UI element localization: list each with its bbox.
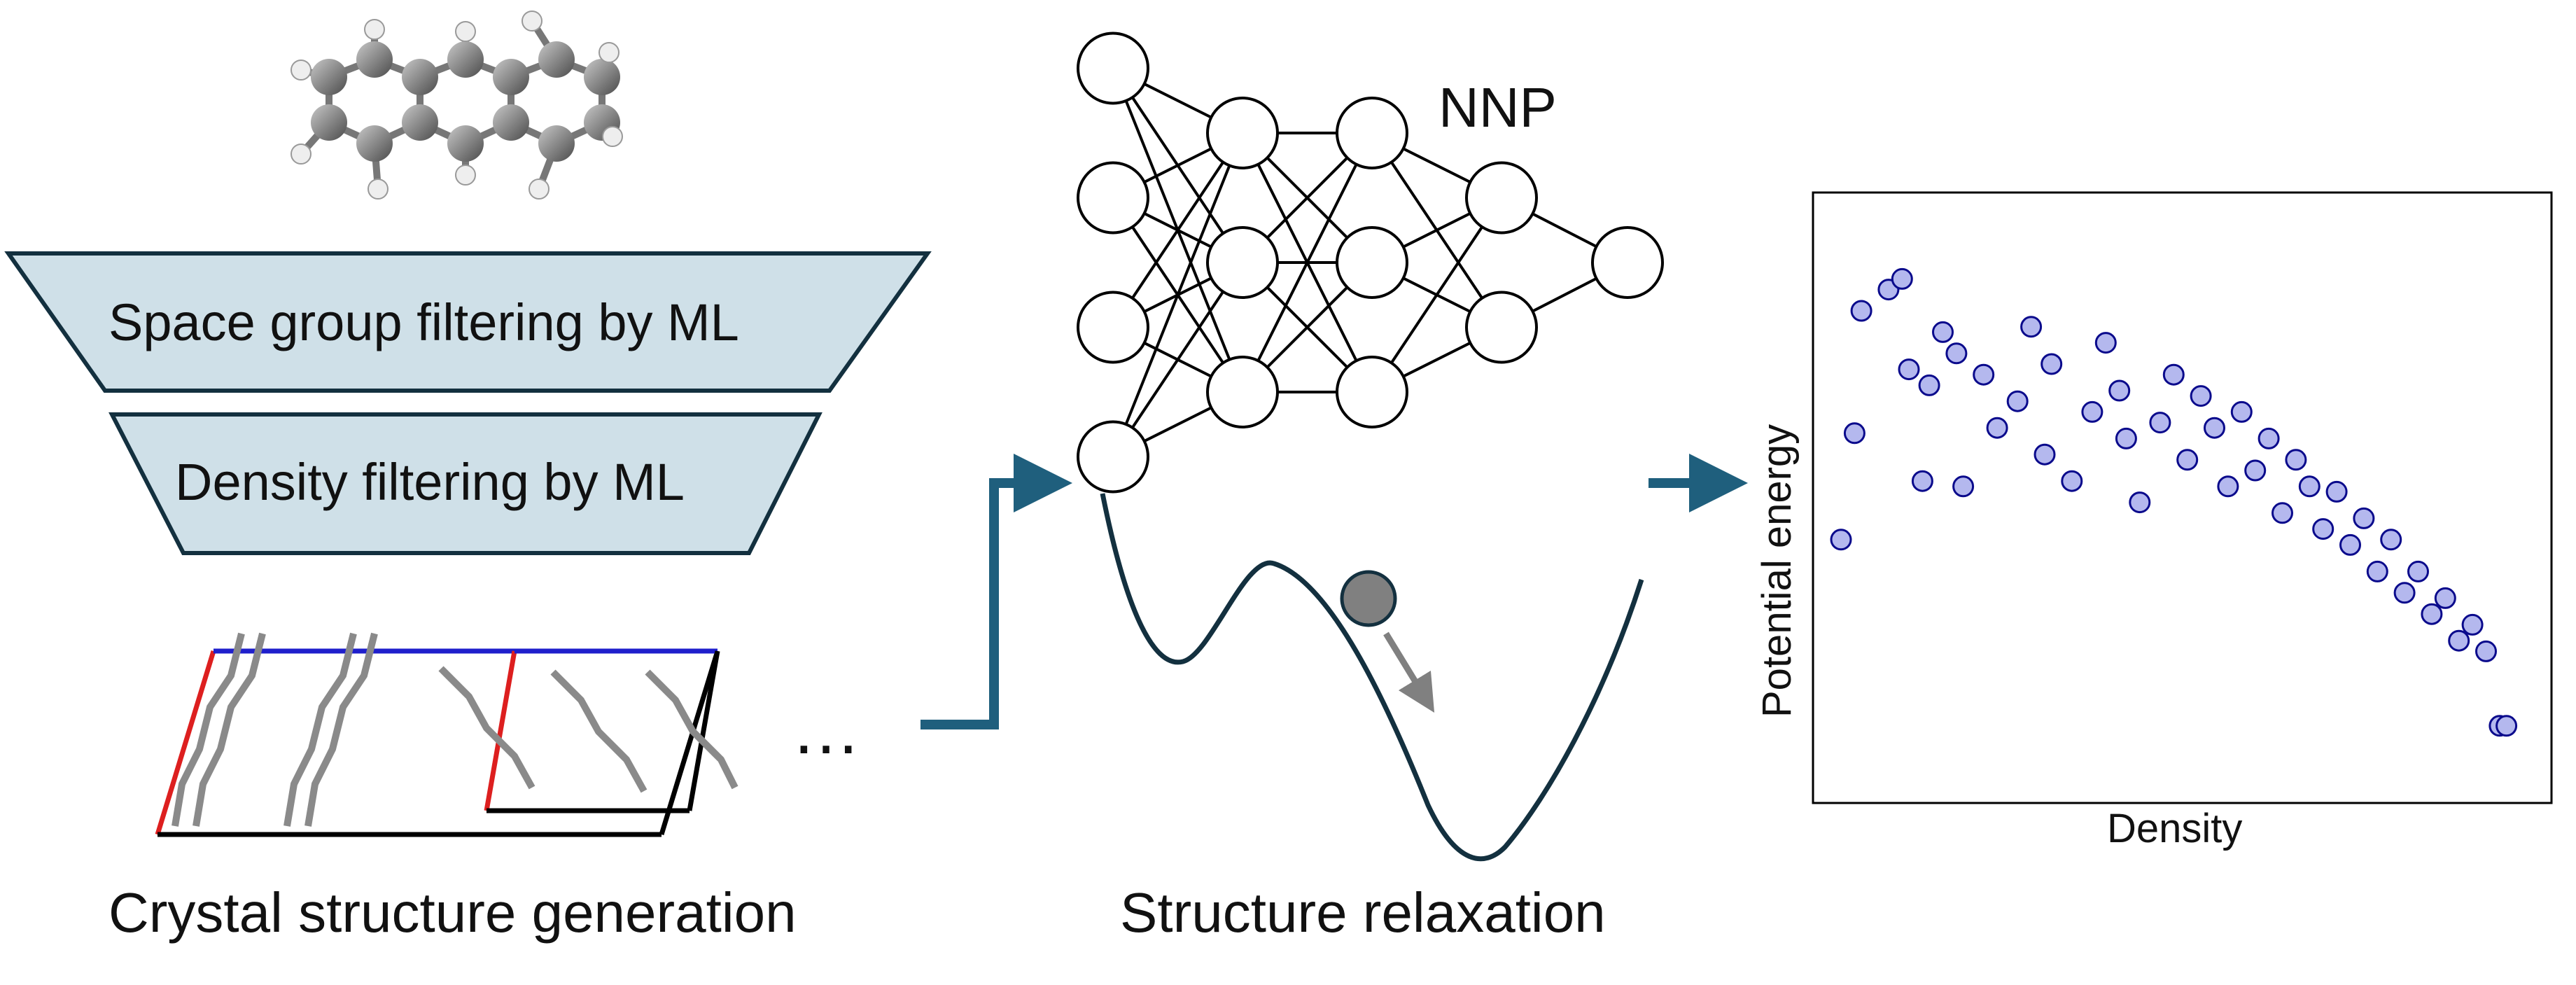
- scatter-point: [2040, 353, 2063, 375]
- scatter-plot-frame: [1812, 191, 2553, 804]
- scatter-point: [2176, 449, 2199, 471]
- network-node-layer-4: [1465, 291, 1538, 364]
- relaxing-structure-ball: [1340, 570, 1397, 627]
- network-edge: [1112, 132, 1244, 328]
- nnp-label: NNP: [1438, 76, 1557, 139]
- network-node-layer-3: [1336, 97, 1408, 169]
- scatter-point: [1945, 342, 1968, 365]
- scatter-point: [2162, 363, 2185, 386]
- scatter-point: [2448, 629, 2470, 652]
- scatter-point: [1891, 267, 1913, 290]
- structure-relaxation-caption: Structure relaxation: [1120, 881, 1606, 944]
- scatter-point: [2339, 533, 2361, 556]
- scatter-point: [1932, 321, 1954, 343]
- network-node-layer-4: [1465, 161, 1538, 235]
- network-edge: [1371, 197, 1503, 393]
- scatter-point: [2366, 560, 2388, 582]
- network-node-layer-1: [1077, 420, 1149, 494]
- network-node-layer-1: [1077, 32, 1149, 105]
- network-node-layer-2: [1206, 356, 1279, 428]
- energy-landscape-curve: [1100, 493, 1644, 862]
- scatter-point: [2094, 332, 2117, 354]
- scatter-point: [1918, 374, 1940, 396]
- scatter-point: [2434, 587, 2456, 609]
- neural-network-diagram: [1077, 32, 1664, 494]
- y-axis-label: Potential energy: [1754, 424, 1800, 718]
- scatter-point: [2298, 475, 2320, 498]
- scatter-point: [2285, 449, 2307, 471]
- scatter-point: [2129, 491, 2151, 514]
- scatter-point: [2475, 640, 2497, 662]
- scatter-point: [2190, 385, 2212, 407]
- scatter-point: [2325, 480, 2348, 503]
- scatter-point: [2020, 316, 2043, 338]
- funnel-stage-space-group: [4, 251, 932, 393]
- scatter-point: [2204, 417, 2225, 439]
- network-edge: [1241, 132, 1373, 393]
- scatter-point: [2217, 475, 2239, 498]
- scatter-point: [1830, 529, 1852, 551]
- scatter-point: [2421, 603, 2443, 625]
- scatter-point: [2312, 518, 2334, 540]
- network-edge: [1112, 261, 1244, 458]
- scatter-point: [1911, 470, 1933, 492]
- scatter-point: [2149, 412, 2171, 434]
- scatter-point: [2258, 427, 2280, 449]
- scatter-points: [1830, 267, 2518, 737]
- space-group-filter-label: Space group filtering by ML: [108, 293, 739, 351]
- scatter-point: [2272, 502, 2293, 524]
- scatter-point: [2081, 400, 2104, 423]
- network-node-layer-2: [1206, 97, 1279, 169]
- scatter-point: [2461, 613, 2484, 636]
- ellipsis-more: …: [791, 690, 865, 769]
- network-node-layer-1: [1077, 161, 1149, 235]
- scatter-point: [1843, 422, 1865, 445]
- scatter-point: [2393, 582, 2416, 604]
- scatter-point: [2033, 443, 2056, 466]
- scatter-point: [2244, 459, 2267, 482]
- scatter-point: [1973, 363, 1995, 386]
- scatter-point: [2115, 427, 2137, 449]
- density-filter-label: Density filtering by ML: [175, 453, 685, 511]
- crystal-structure-1-icon: [155, 632, 720, 837]
- scatter-point: [2061, 470, 2083, 492]
- scatter-point: [1850, 300, 1872, 322]
- network-edge: [1112, 132, 1244, 458]
- network-node-layer-3: [1336, 226, 1408, 299]
- scatter-point: [2380, 529, 2402, 551]
- x-axis-label: Density: [2107, 806, 2243, 851]
- relaxation-direction-arrow: [1383, 631, 1435, 713]
- crystal-generation-caption: Crystal structure generation: [108, 881, 797, 944]
- scatter-point: [2407, 560, 2429, 582]
- network-node-layer-1: [1077, 291, 1149, 364]
- flow-arrow-to-relaxation: [920, 454, 1072, 729]
- scatter-point: [2108, 379, 2131, 402]
- scatter-point: [1952, 475, 1975, 498]
- scatter-point: [1986, 417, 2008, 439]
- scatter-point: [2230, 400, 2253, 423]
- scatter-point: [2006, 390, 2029, 412]
- network-node-layer-3: [1336, 356, 1408, 428]
- scatter-point: [2496, 715, 2518, 737]
- network-node-layer-5: [1591, 226, 1664, 299]
- crystal-structure-2-icon: [438, 648, 738, 813]
- scatter-point: [2353, 507, 2375, 529]
- funnel-stage-density: [108, 412, 822, 555]
- scatter-point: [1898, 358, 1920, 381]
- network-node-layer-2: [1206, 226, 1279, 299]
- molecule-3d-icon: [290, 11, 623, 200]
